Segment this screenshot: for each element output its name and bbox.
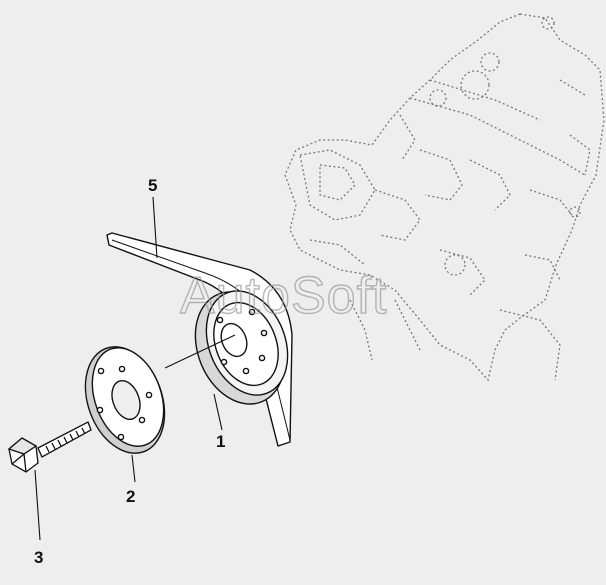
leader-lines	[34, 196, 236, 541]
callout-1: 1	[216, 432, 225, 451]
callout-2: 2	[126, 487, 135, 506]
callout-3: 3	[34, 548, 43, 567]
pulley	[194, 290, 289, 405]
bolt	[7, 421, 92, 473]
watermark: AutoSoft	[180, 267, 387, 325]
washer-plate	[84, 346, 166, 454]
engine-block-ghost	[284, 13, 605, 382]
callout-5: 5	[148, 176, 157, 195]
